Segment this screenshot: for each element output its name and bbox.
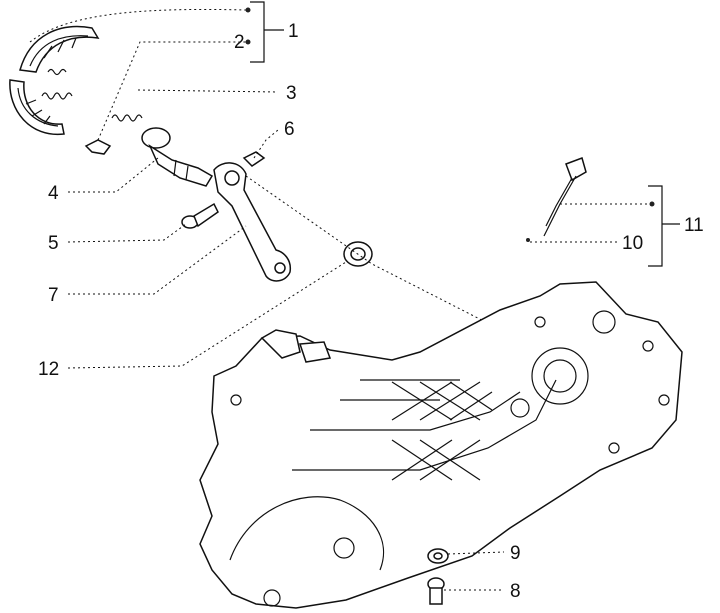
leader-lines: [29, 1, 680, 591]
callout-10: 10: [622, 233, 643, 254]
cam-shaft-part: [141, 127, 214, 187]
brake-shoe-set: [9, 25, 100, 136]
spring-part: [111, 114, 143, 122]
callout-7: 7: [48, 285, 59, 306]
dipstick-part: [526, 157, 587, 242]
assembly-line: [245, 175, 561, 361]
crankcase-body: [199, 281, 683, 609]
clip-part: [84, 139, 112, 155]
brake-lever-part: [213, 162, 292, 282]
callout-8: 8: [510, 581, 521, 602]
callout-4: 4: [48, 183, 59, 204]
washer-part: [427, 548, 449, 564]
callout-12: 12: [38, 359, 59, 380]
key-part: [242, 151, 266, 167]
callout-3: 3: [286, 83, 297, 104]
callout-1: 1: [288, 21, 299, 42]
bolt-part: [181, 202, 219, 229]
drain-plug-part: [427, 577, 445, 605]
callout-6: 6: [284, 119, 295, 140]
callout-2: 2: [234, 32, 245, 53]
callout-11: 11: [684, 215, 704, 236]
callout-5: 5: [48, 233, 59, 254]
callout-9: 9: [510, 543, 521, 564]
